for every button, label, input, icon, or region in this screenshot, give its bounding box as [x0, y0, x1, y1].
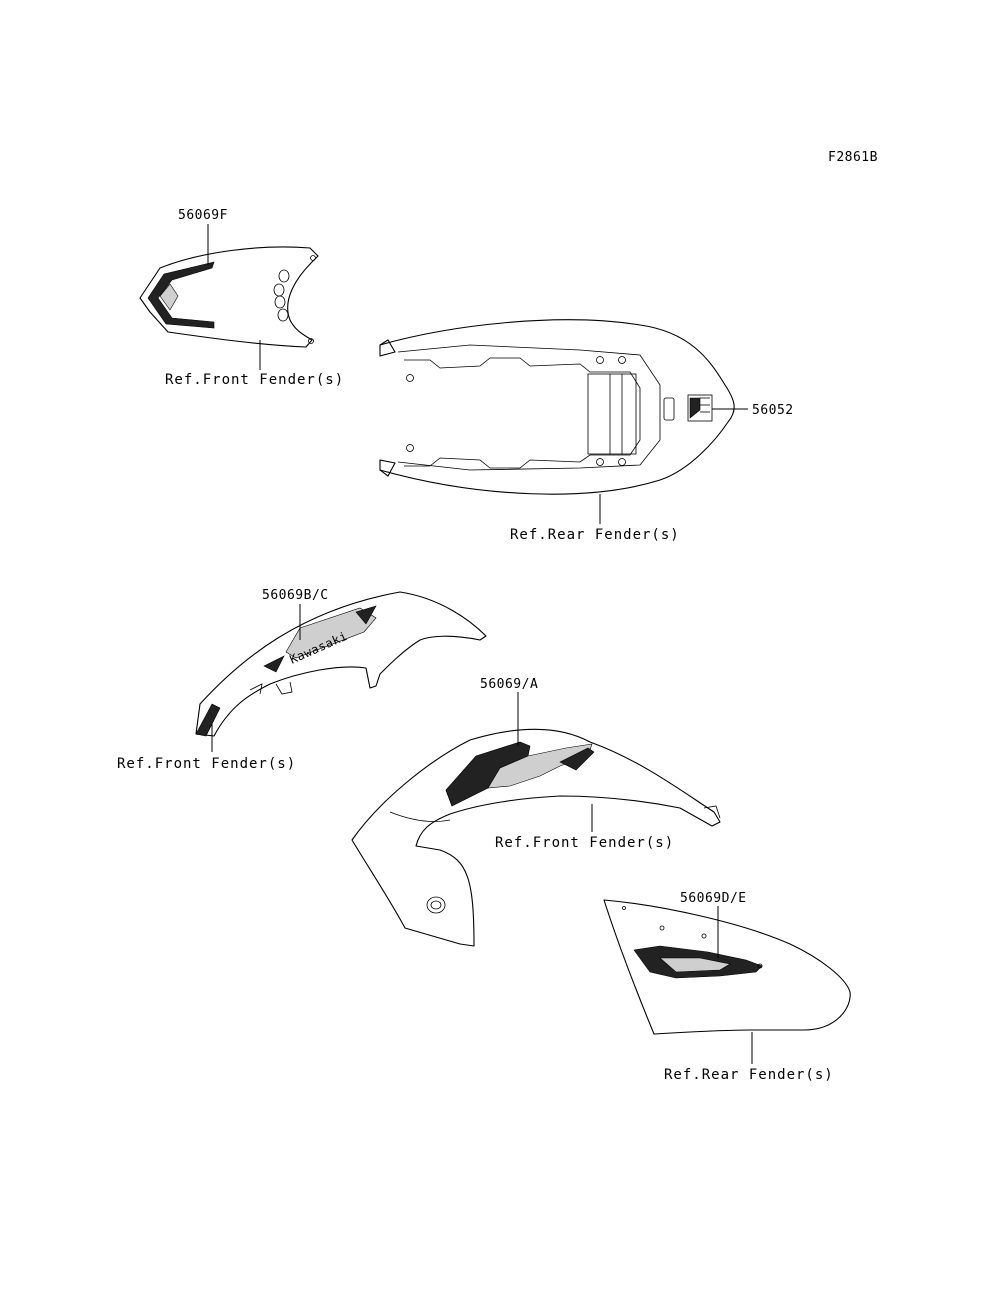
fender-part-label: 56069/A — [480, 677, 538, 692]
fender-part — [351, 728, 721, 947]
figure-code: F2861B — [828, 150, 878, 165]
shroud-part-label: 56069B/C — [262, 588, 329, 603]
seat-part — [379, 319, 735, 495]
seat-part-label: 56052 — [752, 403, 794, 418]
seat-ref-label: Ref.Rear Fender(s) — [510, 527, 680, 543]
shroud-ref-label: Ref.Front Fender(s) — [117, 756, 296, 772]
side-cover-part — [603, 899, 851, 1035]
side-cover-part-label: 56069D/E — [680, 891, 747, 906]
tail-cover-part-label: 56069F — [178, 208, 228, 223]
tail-cover-ref-label: Ref.Front Fender(s) — [165, 372, 344, 388]
tail-cover-part — [139, 246, 319, 348]
shroud-part: Kawasaki — [195, 591, 487, 737]
side-cover-ref-label: Ref.Rear Fender(s) — [664, 1067, 834, 1083]
fender-ref-label: Ref.Front Fender(s) — [495, 835, 674, 851]
